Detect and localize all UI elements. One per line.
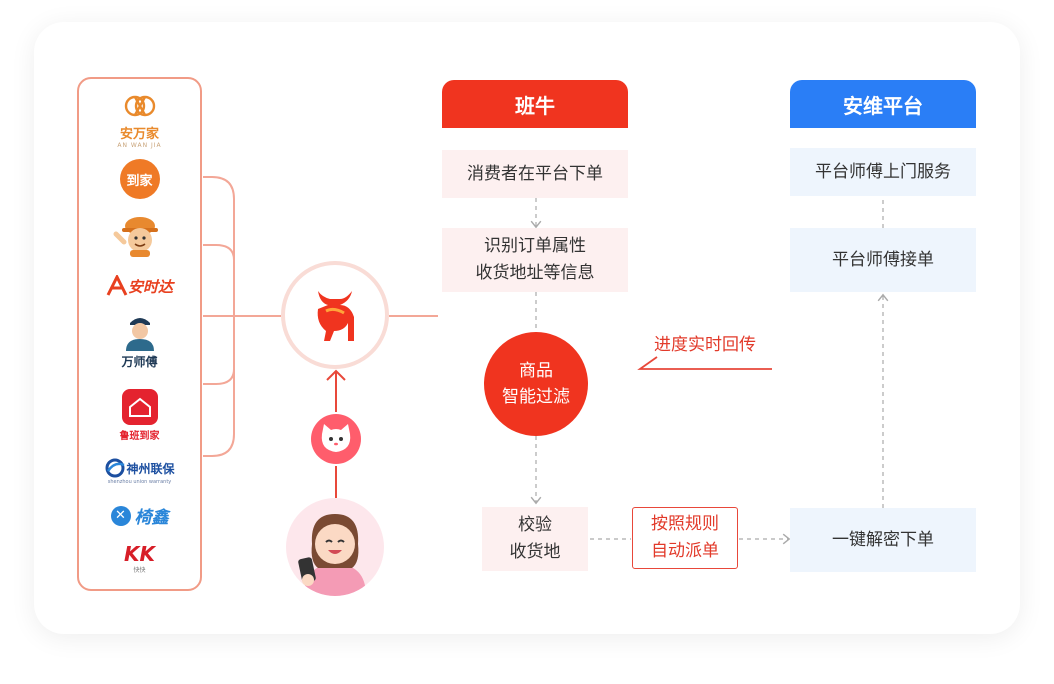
brand-name: 神州联保 — [126, 461, 175, 476]
kk-logo-icon: KK — [124, 542, 155, 566]
consumer-order-step: 消费者在平台下单 — [442, 150, 628, 198]
anwei-header: 安维平台 — [790, 80, 976, 128]
identify-order-line2: 收货地址等信息 — [475, 263, 595, 283]
dispatch-line2: 自动派单 — [651, 541, 719, 561]
brand-item-shenzhou: 神州联保 shenzhou union warranty — [79, 457, 200, 485]
anwanjia-logo-icon — [124, 95, 155, 117]
brand-item-mascot — [79, 212, 200, 258]
worker-mascot-icon — [113, 217, 158, 257]
brand-item-lubandaojia: 鲁班到家 — [79, 389, 200, 442]
progress-callback-label: 进度实时回传 — [654, 335, 756, 355]
verify-address-step: 校验 收货地 — [482, 507, 588, 571]
bull-logo-icon — [317, 291, 354, 341]
auto-dispatch-node: 按照规则 自动派单 — [632, 507, 738, 569]
brand-subtitle: 快快 — [133, 567, 146, 574]
lubandaojia-logo-icon — [121, 389, 158, 425]
technician-accept-step: 平台师傅接单 — [790, 228, 976, 292]
customer-avatar — [286, 498, 384, 596]
brand-subtitle: AN WAN JIA — [117, 142, 162, 149]
brand-item-anshida: 安时达 — [79, 275, 200, 297]
filter-line2: 智能过滤 — [502, 387, 570, 407]
filter-line1: 商品 — [519, 361, 553, 381]
brand-name: 到家 — [126, 173, 153, 189]
brand-subtitle: shenzhou union warranty — [107, 479, 172, 485]
brand-item-wanshifu: 万师傅 — [79, 311, 200, 370]
brand-item-anwanjia: 安万家 AN WAN JIA — [79, 91, 200, 149]
cat-app-icon — [311, 414, 361, 464]
brand-name: 鲁班到家 — [119, 431, 160, 442]
brand-name: 椅鑫 — [134, 508, 169, 528]
identify-order-step: 识别订单属性 收货地址等信息 — [442, 228, 628, 292]
anshida-logo-icon — [106, 275, 128, 296]
brand-item-kk: KK 快快 — [79, 543, 200, 574]
verify-line1: 校验 — [518, 515, 552, 535]
brand-list-panel: 安万家 AN WAN JIA 到家 安时达 万师傅 — [77, 77, 202, 591]
brand-name: 万师傅 — [121, 355, 158, 369]
daojia-logo-icon: 到家 — [119, 159, 160, 199]
progress-arrow — [637, 356, 772, 370]
brand-item-yixin: ✕ 椅鑫 — [79, 503, 200, 528]
yixin-logo-icon: ✕ — [110, 505, 131, 526]
brand-name: 安万家 — [119, 127, 159, 142]
brand-item-daojia: 到家 — [79, 159, 200, 199]
brand-name: 安时达 — [127, 277, 173, 296]
cat-to-hub-arrow — [326, 369, 346, 412]
banniu-flow-lines — [530, 198, 889, 545]
banniu-hub — [281, 261, 389, 369]
verify-line2: 收货地 — [509, 542, 561, 562]
dispatch-line1: 按照规则 — [651, 514, 719, 534]
brand-bracket — [203, 176, 281, 457]
smart-filter-node: 商品 智能过滤 — [484, 332, 588, 436]
shenzhou-logo-icon — [105, 458, 125, 478]
technician-service-step: 平台师傅上门服务 — [790, 148, 976, 196]
decrypt-order-step: 一键解密下单 — [790, 508, 976, 572]
technician-icon — [125, 318, 154, 351]
identify-order-line1: 识别订单属性 — [484, 236, 586, 256]
banniu-header: 班牛 — [442, 80, 628, 128]
